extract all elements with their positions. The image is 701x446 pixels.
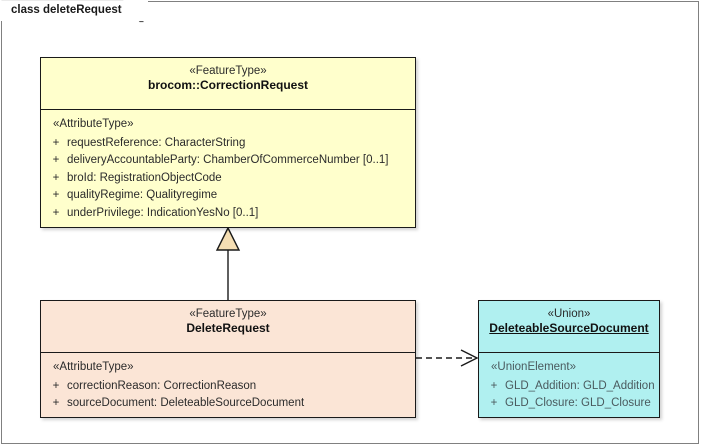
class-box-deleteable-source-document[interactable]: «Union» DeleteableSourceDocument «UnionE… [478,300,660,418]
attribute-row: + correctionReason: CorrectionReason [45,378,411,395]
attribute-row: + qualityRegime: Qualityregime [45,187,411,204]
attribute-visibility: + [52,136,60,149]
attribute-row: + GLD_Addition: GLD_Addition [483,378,655,395]
attribute-label: qualityRegime: Qualityregime [67,189,218,202]
attribute-row: + GLD_Closure: GLD_Closure [483,395,655,412]
compartment-stereotype: «AttributeType» [53,361,134,373]
attribute-row: + broId: RegistrationObjectCode [45,170,411,187]
diagram-title-tab[interactable]: class deleteRequest [1,1,148,21]
diagram-title-label: class deleteRequest [11,4,122,17]
attribute-row: + requestReference: CharacterString [45,135,411,152]
attribute-visibility: + [52,154,60,167]
attribute-row: + sourceDocument: DeleteableSourceDocume… [45,395,411,412]
class-box-delete-request[interactable]: «FeatureType» DeleteRequest «AttributeTy… [40,300,416,418]
class-header-delete-request: «FeatureType» DeleteRequest [41,301,415,352]
attribute-label: GLD_Closure: GLD_Closure [505,397,651,410]
attribute-visibility: + [52,379,60,392]
attribute-label: deliveryAccountableParty: ChamberOfComme… [67,154,389,167]
attribute-visibility: + [52,206,60,219]
dependency-connector[interactable] [416,349,479,367]
attribute-row: + underPrivilege: IndicationYesNo [0..1] [45,205,411,222]
attribute-label: underPrivilege: IndicationYesNo [0..1] [67,206,259,219]
class-name: brocom::CorrectionRequest [147,78,308,93]
attribute-visibility: + [52,397,60,410]
class-name: DeleteableSourceDocument [489,321,649,336]
class-stereotype: «FeatureType» [189,65,267,77]
attribute-visibility: + [490,379,498,392]
attributes-compartment-deleteable-source-document: «UnionElement» + GLD_Addition: GLD_Addit… [479,352,659,419]
attribute-visibility: + [52,171,60,184]
class-stereotype: «Union» [547,308,591,320]
attribute-visibility: + [52,189,60,202]
attribute-label: GLD_Addition: GLD_Addition [505,379,655,392]
class-header-deleteable-source-document: «Union» DeleteableSourceDocument [479,301,659,352]
attribute-label: sourceDocument: DeleteableSourceDocument [67,397,305,410]
class-stereotype: «FeatureType» [189,308,267,320]
attribute-row: + deliveryAccountableParty: ChamberOfCom… [45,152,411,169]
attribute-label: correctionReason: CorrectionReason [67,379,257,392]
class-box-correction-request[interactable]: «FeatureType» brocom::CorrectionRequest … [40,57,416,228]
attributes-compartment-correction-request: «AttributeType» + requestReference: Char… [41,109,415,228]
class-name: DeleteRequest [186,321,270,336]
attributes-compartment-delete-request: «AttributeType» + correctionReason: Corr… [41,352,415,419]
compartment-stereotype: «AttributeType» [53,118,134,130]
class-header-correction-request: «FeatureType» brocom::CorrectionRequest [41,58,415,109]
attribute-label: requestReference: CharacterString [67,136,246,149]
attribute-visibility: + [490,397,498,410]
attribute-label: broId: RegistrationObjectCode [67,171,222,184]
generalization-connector[interactable] [215,226,241,300]
compartment-stereotype: «UnionElement» [491,361,577,373]
